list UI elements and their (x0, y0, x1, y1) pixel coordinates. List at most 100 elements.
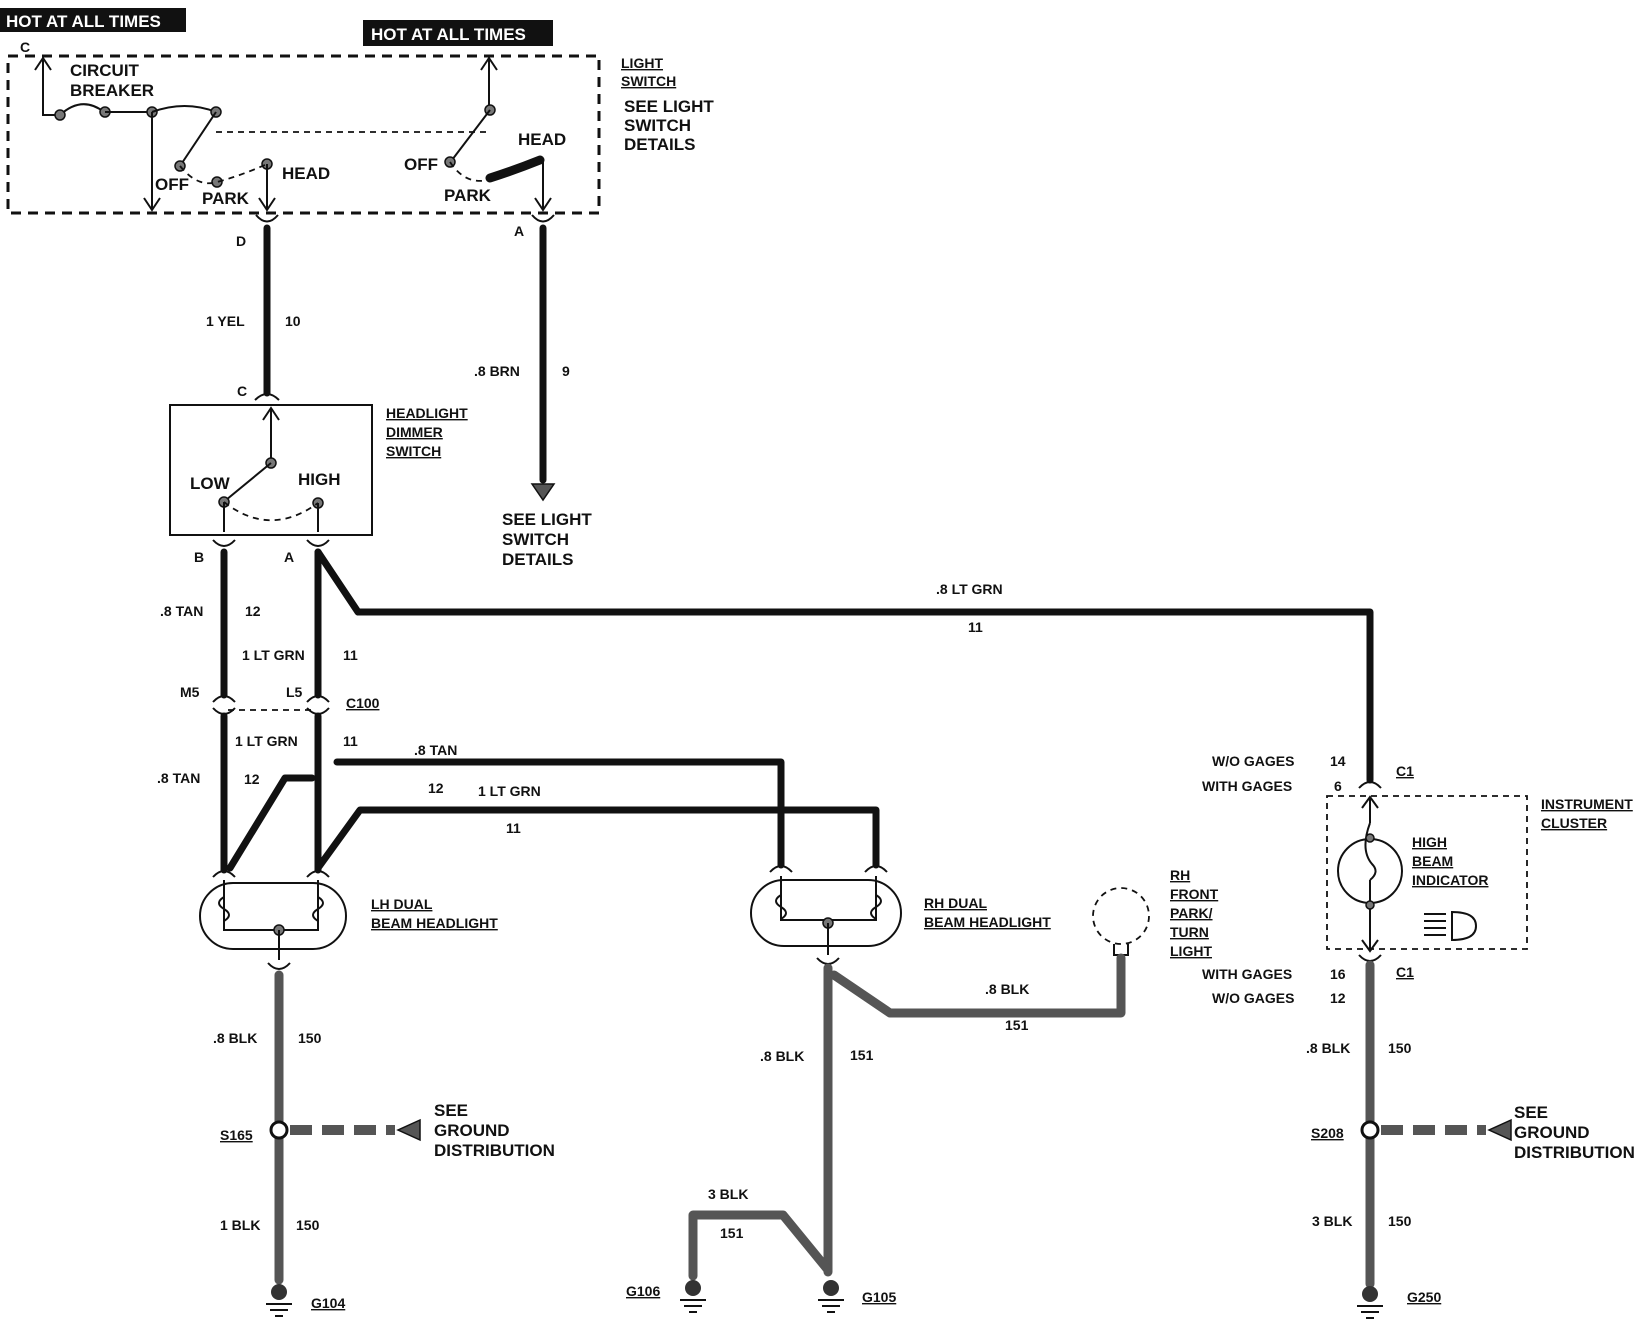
wire-1ltgrn-b-label: 1 LT GRN (235, 733, 298, 749)
wire-1ltgrn-a-label: 1 LT GRN (242, 647, 305, 663)
switch-contact-park-left (211, 176, 223, 188)
dimmer-low-label: LOW (190, 474, 231, 493)
instrument-cluster-box (1326, 795, 1528, 950)
wire-3blk-g-label: 3 BLK (708, 1186, 748, 1202)
light-switch-note-3: DETAILS (624, 135, 695, 154)
ground-g250-label: G250 (1407, 1289, 1441, 1305)
wire-1ltgrn-c-label: 1 LT GRN (478, 783, 541, 799)
wire-3blk-g105-g106 (688, 1210, 833, 1281)
wire-8blk-ic-label: .8 BLK (1306, 1040, 1350, 1056)
lh-ground-connector (267, 962, 291, 970)
bot-with-gages-label: WITH GAGES (1202, 966, 1292, 982)
arrow-up-icon (480, 56, 498, 71)
wire-8blk-park-label: .8 BLK (985, 981, 1029, 997)
light-switch-note-2: SWITCH (624, 116, 691, 135)
right-head-label: HEAD (518, 130, 566, 149)
arrow-up-icon (262, 406, 280, 421)
circuit-12-b-label: 12 (244, 771, 260, 787)
lh-headlight-label-2: BEAM HEADLIGHT (371, 915, 498, 931)
dimmer-travel (223, 501, 319, 522)
rh-ground-connector (816, 957, 840, 965)
wire-3blk-ic-label: 3 BLK (1312, 1213, 1352, 1229)
dimmer-blade (225, 462, 272, 501)
breaker-node-1 (54, 109, 66, 121)
ground-g106-icon (685, 1280, 701, 1296)
rh-filament-leads (780, 876, 877, 921)
dimmer-switch-box (169, 404, 373, 536)
circuit-10-label: 10 (285, 313, 301, 329)
lh-filament-leads (223, 880, 319, 931)
top-with-gages-label: WITH GAGES (1202, 778, 1292, 794)
rh-park-turn-label-3: PARK/ (1170, 905, 1213, 921)
hot-banner-right (363, 20, 553, 46)
wire-8-ltgrn-cluster (314, 548, 1374, 784)
c1-top-label: C1 (1396, 763, 1414, 779)
rh-park-turn-base (1113, 944, 1129, 956)
arrow-left-icon (396, 1118, 421, 1142)
arrow-down-icon (530, 483, 556, 502)
light-switch-note-1: SEE LIGHT (624, 97, 714, 116)
top-wo-gages-label: W/O GAGES (1212, 753, 1294, 769)
switch-travel-right (449, 161, 489, 182)
ground-g104-label: G104 (311, 1295, 345, 1311)
pin-l5-label: L5 (286, 684, 303, 700)
bot-wo-num-label: 12 (1330, 990, 1346, 1006)
bot-wo-gages-label: W/O GAGES (1212, 990, 1294, 1006)
circuit-150-ic-label: 150 (1388, 1040, 1412, 1056)
c100-l5-female (306, 695, 330, 703)
wire-8tan-a-label: .8 TAN (160, 603, 203, 619)
circuit-151-g-label: 151 (720, 1225, 744, 1241)
wire-11-rh-high (314, 806, 880, 872)
wire-1yel-label: 1 YEL (206, 313, 245, 329)
c1-bottom-connector (1358, 954, 1382, 962)
lh-headlight-body (199, 882, 347, 950)
left-park-label: PARK (202, 189, 250, 208)
circuit-11-a-label: 11 (343, 647, 358, 663)
circuit-150-lh-label: 150 (298, 1030, 322, 1046)
breaker-arc (59, 103, 105, 116)
circuit-9-label: 9 (562, 363, 570, 379)
rh-park-turn-label-1: RH (1170, 867, 1190, 883)
wire-8ltgrn-label: .8 LT GRN (936, 581, 1003, 597)
circuit-11-b-label: 11 (343, 733, 358, 749)
arrow-down-icon (143, 197, 161, 212)
pin-c-top: C (20, 39, 30, 55)
c1-bottom-label: C1 (1396, 964, 1414, 980)
rh-high-filament (870, 894, 882, 920)
hot-banner-left (0, 8, 186, 32)
see-ground-lh-1: SEE (434, 1101, 468, 1120)
rh-connector-high (864, 865, 888, 873)
ground-g105-icon (823, 1280, 839, 1296)
high-beam-symbol-icon (1424, 910, 1478, 942)
rh-low-filament (775, 894, 787, 920)
wire-park-ground (829, 953, 1126, 1018)
wire-8tan-b-label: .8 TAN (157, 770, 200, 786)
circuit-150-ic2-label: 150 (1388, 1213, 1412, 1229)
light-switch-title-2: SWITCH (621, 73, 676, 89)
see-ground-ic-1: SEE (1514, 1103, 1548, 1122)
lh-high-filament (312, 896, 324, 922)
indicator-label-3: INDICATOR (1412, 872, 1488, 888)
rh-connector-low (769, 865, 793, 873)
indicator-node-top (1365, 833, 1375, 843)
wire-1blk-label: 1 BLK (220, 1217, 260, 1233)
bot-with-num-label: 16 (1330, 966, 1346, 982)
ground-symbol-icon (680, 1299, 706, 1313)
dimmer-title-1: HEADLIGHT (386, 405, 468, 421)
pin-a-label: A (514, 223, 524, 239)
dimmer-title-2: DIMMER (386, 424, 443, 440)
ground-g104-icon (271, 1284, 287, 1300)
ground-g106-label: G106 (626, 1283, 660, 1299)
arrow-down-icon (1361, 939, 1379, 953)
pin-m5-label: M5 (180, 684, 200, 700)
lh-low-filament (218, 896, 230, 922)
rh-headlight-label-1: RH DUAL (924, 895, 987, 911)
breaker-label-2: BREAKER (70, 81, 154, 100)
see-ground-lh-3: DISTRIBUTION (434, 1141, 555, 1160)
rh-headlight-label-2: BEAM HEADLIGHT (924, 914, 1051, 930)
see-ground-ic-2: GROUND (1514, 1123, 1590, 1142)
hot-label-right: HOT AT ALL TIMES (371, 25, 526, 44)
wire-8tan-c-label: .8 TAN (414, 742, 457, 758)
